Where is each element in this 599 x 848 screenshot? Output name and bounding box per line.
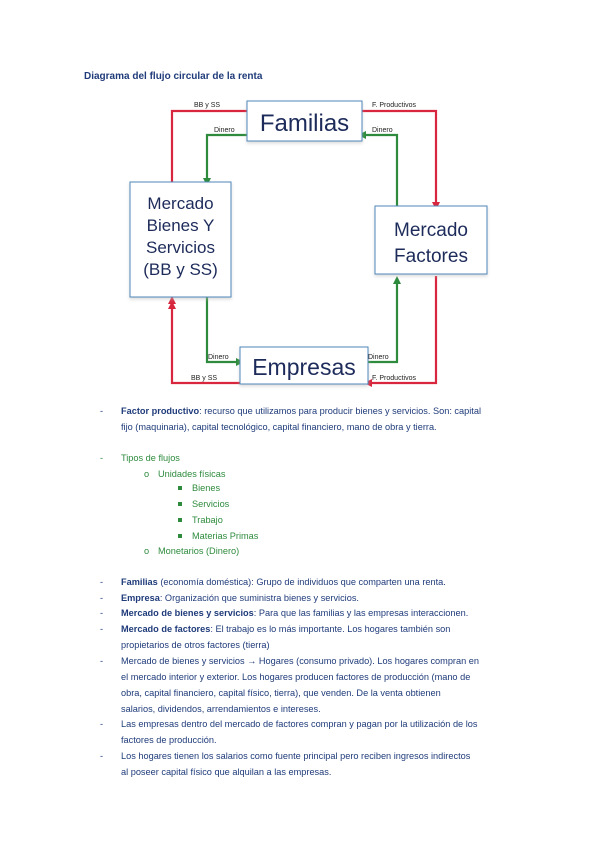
sub-item-unidades-fisicas: Unidades físicas	[158, 469, 226, 479]
term-empresa: Empresa	[121, 593, 160, 603]
bullet-square	[178, 534, 182, 538]
box-familias-label: Familias	[260, 110, 349, 137]
subsub-item-materias-primas: Materias Primas	[192, 531, 259, 541]
list-item-mercado-bienes: Mercado de bienes y servicios: Para que …	[121, 606, 516, 622]
list-dash: -	[100, 406, 104, 416]
factor-productivo-line1: : recurso que utilizamos para producir b…	[199, 406, 481, 416]
list-item-tipos-flujos: Tipos de flujos	[121, 453, 180, 463]
bullet-circle: o	[144, 546, 150, 556]
flow-red-fprod-bottom	[364, 276, 438, 387]
label-dinero-top-right: Dinero	[372, 127, 393, 134]
list-item-hogares-line1: Mercado de bienes y servicios → Hogares …	[121, 656, 479, 666]
box-familias: Familias	[246, 100, 363, 142]
box-empresas-label: Empresas	[252, 354, 356, 380]
label-dinero-bottom-left: Dinero	[208, 354, 229, 361]
list-item-hogares-salarios-line1: Los hogares tienen los salarios como fue…	[121, 751, 471, 761]
empresas-line2: factores de producción.	[121, 735, 217, 745]
bullet-square	[178, 502, 182, 506]
subsub-item-trabajo: Trabajo	[192, 515, 223, 525]
box-mercado-bienes: Mercado Bienes Y Servicios (BB y SS)	[129, 181, 232, 298]
list-dash: -	[100, 624, 104, 634]
hogares-salarios-line2: al poseer capital físico que alquilan a …	[121, 767, 332, 777]
factor-productivo-line2: fijo (maquinaria), capital tecnológico, …	[121, 422, 437, 432]
list-dash: -	[100, 577, 104, 587]
hogares-line2: el mercado interior y exterior. Los hoga…	[121, 672, 471, 682]
box-bienes-line4: (BB y SS)	[143, 260, 218, 279]
hogares-line3: obra, capital financiero, capital físico…	[121, 688, 441, 698]
hogares-line4: salarios, dividendos, arrendamientos e i…	[121, 704, 321, 714]
sub-item-monetarios: Monetarios (Dinero)	[158, 546, 240, 556]
bullet-square	[178, 518, 182, 522]
flow-green-dinero-top-right	[358, 131, 399, 206]
list-dash: -	[100, 593, 104, 603]
bullet-circle: o	[144, 469, 150, 479]
label-dinero-bottom-right: Dinero	[368, 354, 389, 361]
box-mercado-factores: Mercado Factores	[374, 205, 488, 275]
term-factor-productivo: Factor productivo	[121, 406, 200, 416]
subsub-item-servicios: Servicios	[192, 499, 230, 509]
box-bienes-line3: Servicios	[146, 238, 215, 257]
list-dash: -	[100, 751, 104, 761]
box-factores-line1: Mercado	[394, 220, 468, 241]
list-dash: -	[100, 719, 104, 729]
subsub-item-bienes: Bienes	[192, 483, 221, 493]
label-fprod-top: F. Productivos	[372, 102, 416, 109]
term-mercado-bienes: Mercado de bienes y servicios	[121, 608, 254, 618]
box-empresas: Empresas	[239, 346, 369, 385]
circular-flow-diagram: Familias Mercado Bienes Y Servicios (BB …	[129, 100, 488, 387]
list-item-empresa: Empresa: Organización que suministra bie…	[121, 591, 516, 607]
list-dash: -	[100, 656, 104, 666]
box-bienes-line1: Mercado	[147, 194, 213, 213]
label-bbss-top: BB y SS	[194, 102, 220, 109]
list-item-factor-productivo: Factor productivo: recurso que utilizamo…	[121, 404, 516, 420]
familias-text: (economía doméstica): Grupo de individuo…	[157, 577, 446, 587]
box-bienes-line2: Bienes Y	[147, 216, 215, 235]
list-dash: -	[100, 608, 104, 618]
term-familias: Familias	[121, 577, 158, 587]
term-mercado-factores: Mercado de factores	[121, 624, 211, 634]
flow-red-bbss-bottom	[168, 296, 240, 385]
flow-green-dinero-bottom-left	[205, 297, 244, 366]
flow-green-dinero-bottom-right	[368, 276, 401, 364]
empresa-text: : Organización que suministra bienes y s…	[159, 593, 359, 603]
mercado-bienes-text: : Para que las familias y las empresas i…	[253, 608, 469, 618]
list-item-empresas-line1: Las empresas dentro del mercado de facto…	[121, 719, 478, 729]
list-dash: -	[100, 453, 104, 463]
page-title: Diagrama del flujo circular de la renta	[84, 71, 263, 82]
list-item-mercado-factores: Mercado de factores: El trabajo es lo má…	[121, 622, 516, 638]
list-item-familias: Familias (economía doméstica): Grupo de …	[121, 575, 516, 591]
box-factores-line2: Factores	[394, 246, 468, 267]
mercado-factores-line2: propietarios de otros factores (tierra)	[121, 640, 270, 650]
label-fprod-bottom: F. Productivos	[372, 375, 416, 382]
flow-green-dinero-top-left	[203, 133, 247, 186]
label-bbss-bottom: BB y SS	[191, 375, 217, 382]
mercado-factores-line1: : El trabajo es lo más importante. Los h…	[210, 624, 451, 634]
bullet-square	[178, 486, 182, 490]
flow-red-fprod-top	[362, 109, 440, 210]
label-dinero-top-left: Dinero	[214, 127, 235, 134]
